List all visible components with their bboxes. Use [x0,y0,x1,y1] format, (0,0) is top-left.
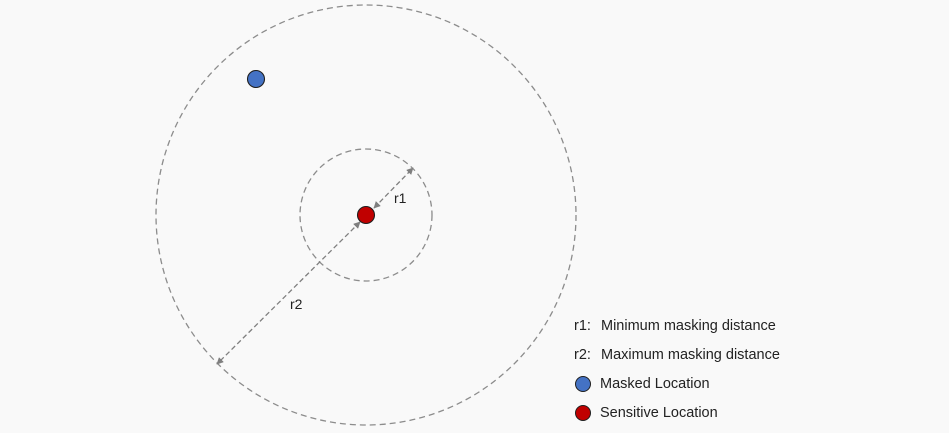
masked-location-marker [246,69,266,89]
r1-label: r1 [394,190,407,206]
legend-r2-text: Maximum masking distance [601,346,780,363]
max-distance-circle [155,4,577,426]
r2-label: r2 [290,296,303,312]
legend-r2-key: r2: [574,346,591,363]
legend-row-r2: r2: Maximum masking distance [574,340,934,369]
legend-r1-text: Minimum masking distance [601,317,776,334]
legend-row-r1: r1: Minimum masking distance [574,311,934,340]
legend-r1-key: r1: [574,317,591,334]
r2-arrow [216,221,361,365]
sensitive-location-marker [356,205,376,225]
masked-location-legend-icon [575,375,591,392]
legend-row-sensitive: Sensitive Location [574,398,934,427]
legend-row-masked: Masked Location [574,369,934,398]
sensitive-location-legend-icon [575,404,591,421]
r1-arrow [373,167,414,209]
legend: r1: Minimum masking distance r2: Maximum… [574,311,934,427]
legend-sensitive-text: Sensitive Location [600,404,718,421]
min-distance-circle [299,148,433,282]
legend-masked-text: Masked Location [600,375,710,392]
